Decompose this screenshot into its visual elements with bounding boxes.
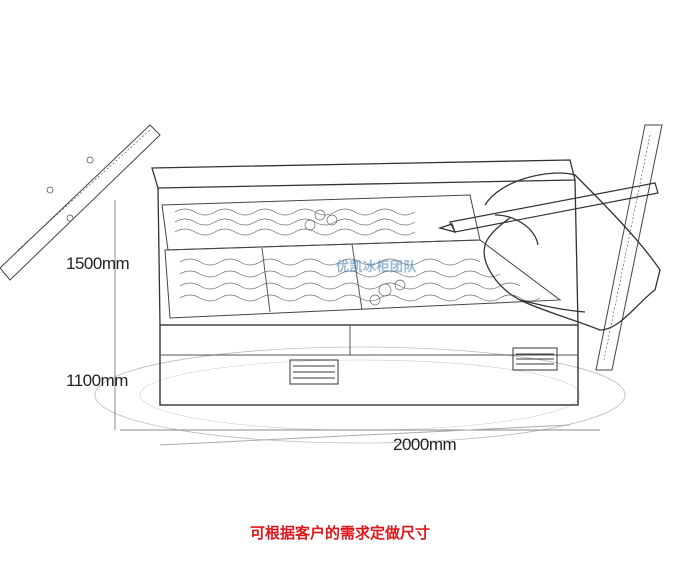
dim-guide-bottom-2 bbox=[159, 424, 571, 446]
dimension-height-upper: 1500mm bbox=[66, 254, 130, 273]
tray-front bbox=[164, 239, 562, 319]
vent-grille-right bbox=[512, 347, 558, 371]
hand-with-pencil bbox=[437, 172, 661, 331]
tray-divider bbox=[261, 247, 271, 313]
floor-guide-ellipse bbox=[94, 346, 626, 444]
custom-size-caption: 可根据客户的需求定做尺寸 bbox=[249, 524, 430, 542]
pointer-marks bbox=[46, 156, 94, 222]
vent-grille-left bbox=[289, 359, 339, 385]
case-side-left bbox=[157, 187, 161, 326]
tray-divider-2 bbox=[351, 243, 363, 311]
food-texture bbox=[174, 208, 541, 306]
ruler-right bbox=[595, 124, 663, 371]
dimension-width: 2000mm bbox=[393, 435, 457, 454]
dimension-height-lower: 1100mm bbox=[66, 371, 128, 390]
watermark-logo: 优凯冰柜团队 bbox=[336, 260, 418, 275]
case-base bbox=[159, 324, 579, 406]
ruler-left bbox=[0, 124, 161, 281]
case-side-right bbox=[574, 179, 579, 326]
